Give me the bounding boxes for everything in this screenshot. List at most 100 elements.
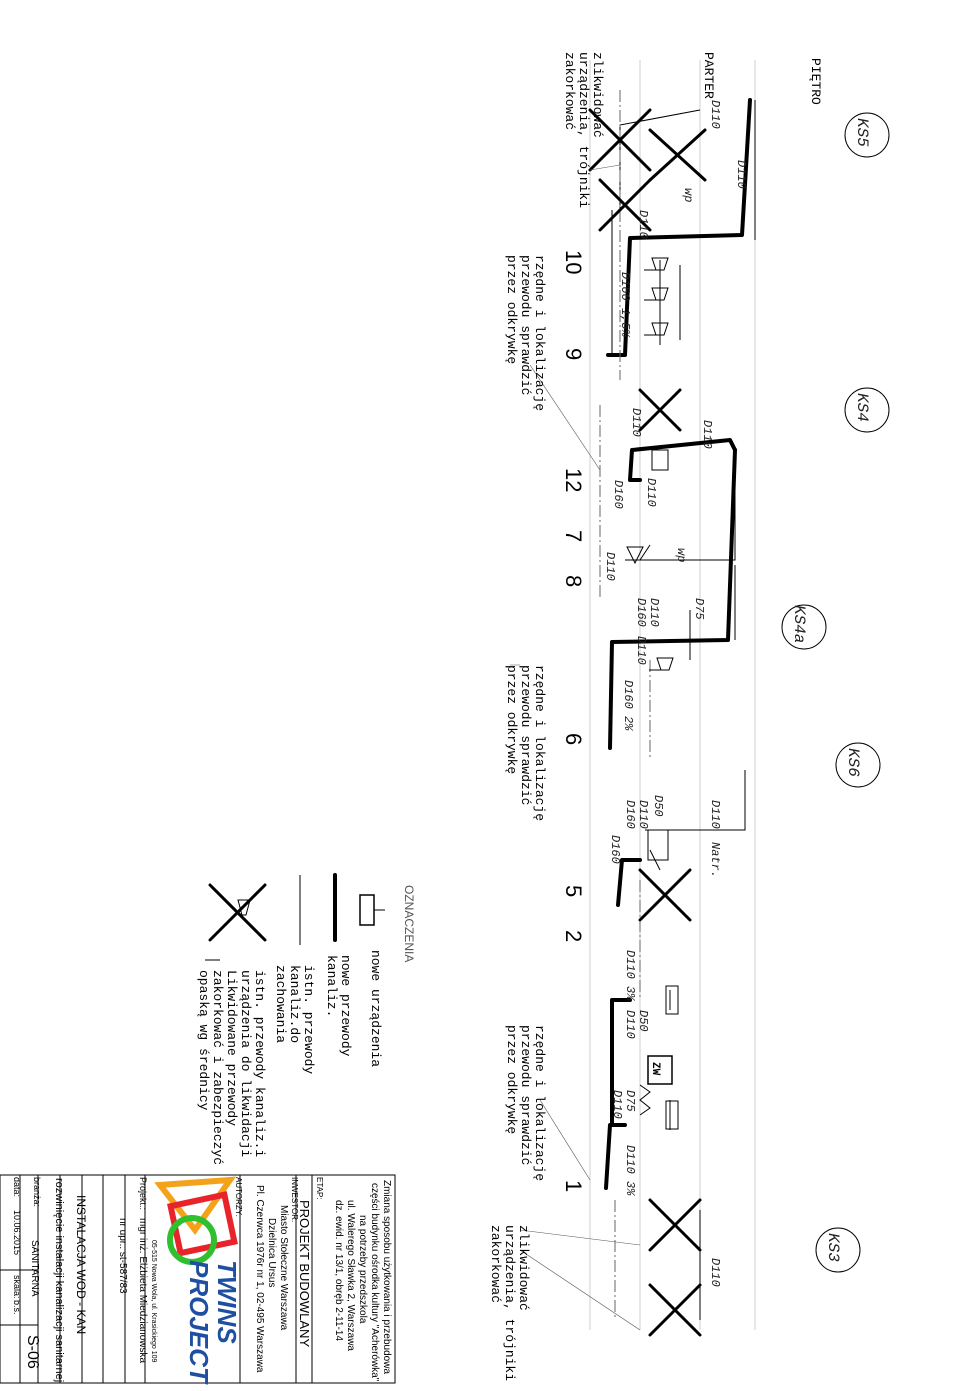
branza-value: SANITARNA xyxy=(29,1240,40,1297)
label-d75: D75 xyxy=(692,598,706,620)
chamber-ks5: KS5 xyxy=(844,112,890,158)
label-d50-1: D50 xyxy=(651,795,665,817)
svg-text:urządzenia, trójniki: urządzenia, trójniki xyxy=(576,52,591,208)
investor-label: INWESTOR: xyxy=(290,1177,299,1222)
etap-value: PROJEKT BUDOWLANY xyxy=(297,1200,312,1347)
etap-label: ETAP: xyxy=(315,1177,324,1200)
label-d50-2: D50 xyxy=(636,1010,650,1032)
main-pipe-ks4 xyxy=(628,438,737,482)
label-d110-7: D110 xyxy=(603,552,617,581)
svg-text:KS6: KS6 xyxy=(844,748,862,777)
chamber-ks4: KS4 xyxy=(844,387,890,433)
svg-text:10: 10 xyxy=(561,250,586,274)
legend-item-1: nowe urządzenia xyxy=(368,950,383,1067)
investor-line-1: Miasto Stołeczne Warszawa xyxy=(278,1205,289,1331)
svg-text:KS4: KS4 xyxy=(853,393,871,422)
label-d110-slope-2: D110 3% xyxy=(623,1145,637,1196)
branza-label: branża: xyxy=(32,1177,42,1207)
drawing-title: INSTALACJA WOD - KAN xyxy=(74,1195,88,1334)
label-zw: ZW xyxy=(649,1062,661,1076)
project-title-5: dz. ewid. nr 13/1, obręb 2-11-14 xyxy=(333,1200,344,1341)
svg-text:8: 8 xyxy=(561,575,586,587)
label-d160-4: D160 xyxy=(608,835,622,864)
label-d160-3: D160 xyxy=(623,800,637,829)
company-logo: TWINS PROJECT xyxy=(154,1176,242,1385)
label-d160-slope-b: D160 2% xyxy=(621,680,635,731)
company-name-1: TWINS xyxy=(212,1260,242,1344)
svg-text:2: 2 xyxy=(561,930,586,942)
legend-new-device-symbol xyxy=(359,894,385,926)
label-d110-4: D110 xyxy=(700,420,714,449)
project-title-2: części budynku ośrodka kultury "Acherówk… xyxy=(369,1183,380,1382)
label-d110-9: D110 xyxy=(634,636,648,665)
floor-label-upper: PIĘTRO xyxy=(808,58,823,105)
svg-text:6: 6 xyxy=(561,733,586,745)
legend-item-4c: Likwidowane przewody xyxy=(224,970,239,1126)
svg-text:przez odkrywkę: przez odkrywkę xyxy=(504,665,519,774)
label-d110-8: D110 xyxy=(647,598,661,627)
note-check-b: rzędne i lokalizację przewodu sprawdzić … xyxy=(504,665,547,821)
projekt-label: Projekt.: xyxy=(138,1177,148,1210)
label-d110-1: D110 xyxy=(708,100,722,129)
label-d110-12: D110 xyxy=(623,1010,637,1039)
projekt-name: mgr inż. Elżbieta Miedzianowska xyxy=(137,1218,148,1363)
legend-removal-symbol xyxy=(205,883,267,961)
note-remove-right: zlikwidować urządzenia, trójniki zakorko… xyxy=(488,1225,531,1381)
svg-text:rzędne i lokalizację: rzędne i lokalizację xyxy=(532,255,547,411)
label-d110-3: D110 xyxy=(636,210,650,239)
legend: OZNACZENIA nowe urządzenia nowe przewody… xyxy=(196,873,416,1165)
svg-text:zakorkować: zakorkować xyxy=(488,1225,503,1303)
svg-text:5: 5 xyxy=(561,885,586,897)
svg-text:12: 12 xyxy=(561,468,586,492)
chamber-ks6: KS6 xyxy=(835,742,881,788)
label-d110-13: D110 xyxy=(610,1090,624,1119)
legend-item-3c: zachowania xyxy=(273,965,288,1043)
label-d75-2: D75 xyxy=(623,1090,637,1112)
authors-label: AUTORZY: xyxy=(234,1177,243,1217)
note-remove-left: zlikwidować urządzenia, trójniki zakorko… xyxy=(562,52,605,208)
svg-text:przez odkrywkę: przez odkrywkę xyxy=(504,255,519,364)
label-natr: Natr. xyxy=(708,842,722,878)
main-pipe-ks3 xyxy=(604,998,632,1190)
legend-item-4e: opaską wg średnicy xyxy=(196,970,211,1111)
title-block: Zmiana sposobu użytkowania i przebudowa … xyxy=(0,1174,396,1385)
svg-text:KS5: KS5 xyxy=(853,118,871,147)
legend-item-4a: istn. przewody kanaliz.i xyxy=(252,970,267,1157)
svg-text:rzędne i lokalizację: rzędne i lokalizację xyxy=(532,1025,547,1181)
project-title-4: ul. Walerego Sławka 2, Warszawa xyxy=(345,1200,356,1351)
legend-item-4b: urządzenia do likwidacji xyxy=(238,970,253,1157)
svg-text:9: 9 xyxy=(561,348,586,360)
projekt-license: nr upr.: st-587/83 xyxy=(117,1218,128,1294)
section-numbers: 10 9 12 7 8 6 5 2 1 xyxy=(561,250,586,1192)
svg-text:7: 7 xyxy=(561,530,586,542)
label-wp-1: wp xyxy=(681,188,695,202)
svg-text:1: 1 xyxy=(561,1180,586,1192)
label-d160-1: D160 xyxy=(611,480,625,509)
main-pipe-ks6 xyxy=(616,858,642,907)
company-name-2: PROJECT xyxy=(184,1260,214,1385)
svg-text:KS4a: KS4a xyxy=(790,605,808,643)
project-title-1: Zmiana sposobu użytkowania i przebudowa xyxy=(381,1180,392,1374)
fixtures xyxy=(626,257,679,1130)
svg-text:zlikwidować: zlikwidować xyxy=(516,1225,531,1311)
label-d110-6: D110 xyxy=(644,478,658,507)
removal-crosses xyxy=(588,108,707,1337)
legend-item-3b: kanaliz.do xyxy=(287,965,302,1043)
svg-text:przewodu sprawdzić: przewodu sprawdzić xyxy=(518,255,533,395)
note-check-c: rzędne i lokalizację przewodu sprawdzić … xyxy=(504,1025,547,1181)
project-title-3: na potrzeby przedszkola xyxy=(357,1215,368,1324)
legend-item-2b: kanaliz. xyxy=(324,955,339,1017)
main-pipe-ks5 xyxy=(606,98,752,357)
svg-text:przewodu sprawdzić: przewodu sprawdzić xyxy=(518,665,533,805)
label-d110-2: D110 xyxy=(734,160,748,189)
chamber-ks4a: KS4a xyxy=(781,604,827,650)
data-value: 10.06.2015 xyxy=(12,1210,22,1255)
label-d110-5: D110 xyxy=(629,408,643,437)
svg-text:zakorkować: zakorkować xyxy=(562,52,577,130)
legend-title: OZNACZENIA xyxy=(402,885,416,962)
existing-pipes xyxy=(599,90,651,1320)
investor-line-3: Pl. Czerwca 1976r nr 1, 02-495 Warszawa xyxy=(254,1185,265,1373)
svg-text:przewodu sprawdzić: przewodu sprawdzić xyxy=(518,1025,533,1165)
